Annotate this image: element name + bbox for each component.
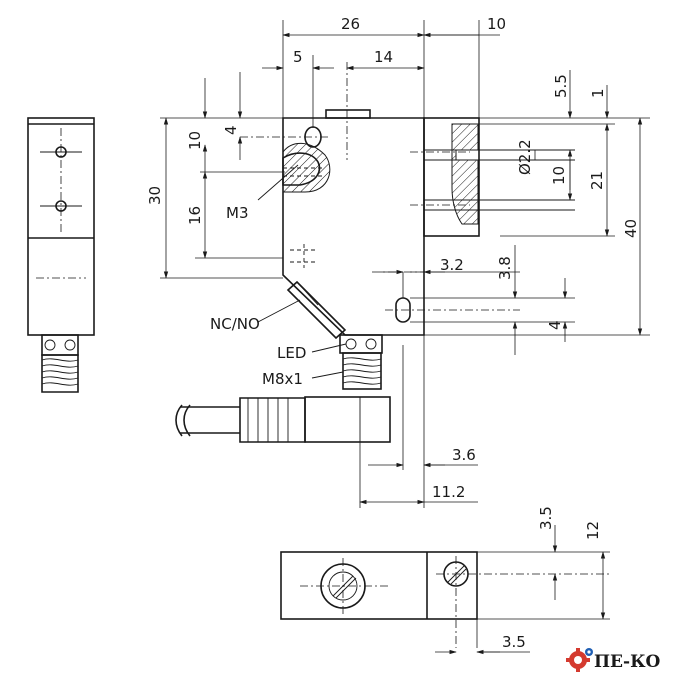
front-view (175, 62, 575, 443)
dim-3-2: 3.2 (440, 256, 464, 274)
dim-5-5: 5.5 (552, 74, 570, 98)
company-logo: ПЕ-КО (566, 648, 661, 672)
led-indicator (345, 338, 357, 350)
dim-5: 5 (293, 48, 303, 66)
bottom-view: 3.5 12 3.5 (280, 506, 610, 655)
dim-40: 40 (622, 219, 640, 238)
side-view (27, 117, 95, 393)
dim-4-top: 4 (222, 125, 240, 135)
dim-10-left: 10 (186, 131, 204, 150)
nc-no-switch (286, 280, 347, 340)
dim-12: 12 (584, 521, 602, 540)
bottom-dimensions: 3.6 11.2 (359, 335, 478, 508)
dim-16: 16 (186, 206, 204, 225)
right-dimensions: 5.5 1 Ø2.2 10 21 40 3.8 3.2 4 (380, 70, 650, 355)
dim-21: 21 (588, 171, 606, 190)
dim-10-top: 10 (487, 15, 506, 33)
dim-3-5-vertical: 3.5 (537, 506, 555, 530)
label-m3: M3 (226, 204, 249, 222)
logo-text: ПЕ-КО (594, 652, 661, 672)
label-m8x1: M8x1 (262, 370, 303, 388)
dim-11-2: 11.2 (432, 483, 465, 501)
dim-3-8: 3.8 (496, 256, 514, 280)
dim-3-5-horizontal: 3.5 (502, 633, 526, 651)
dim-14: 14 (374, 48, 393, 66)
dim-4-right: 4 (546, 320, 564, 330)
gear-icon (566, 648, 593, 672)
dim-30: 30 (146, 186, 164, 205)
dim-diameter-2-2: Ø2.2 (516, 139, 534, 175)
dim-3-6: 3.6 (452, 446, 476, 464)
left-dimensions: 30 10 16 4 M3 (146, 72, 299, 279)
main-connector-thread (342, 352, 382, 390)
top-dimensions: 26 10 5 14 (262, 15, 506, 128)
side-connector-thread (41, 354, 79, 393)
label-led: LED (277, 344, 306, 362)
label-nc-no: NC/NO (210, 315, 260, 333)
leader-labels: NC/NO LED M8x1 (210, 299, 347, 388)
dim-1: 1 (589, 88, 607, 98)
dim-10-right: 10 (550, 166, 568, 185)
dim-26: 26 (341, 15, 360, 33)
